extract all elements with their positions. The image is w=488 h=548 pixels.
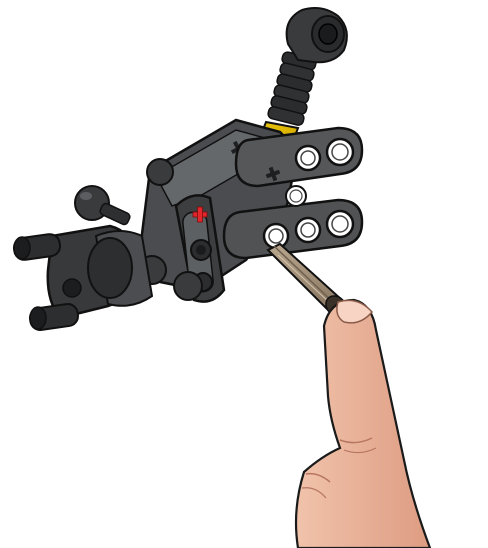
middle-holes — [286, 186, 306, 206]
finger-pointing-icon — [296, 300, 430, 548]
ball-joint-connector-top — [267, 8, 347, 126]
wheel-hub — [13, 226, 152, 331]
